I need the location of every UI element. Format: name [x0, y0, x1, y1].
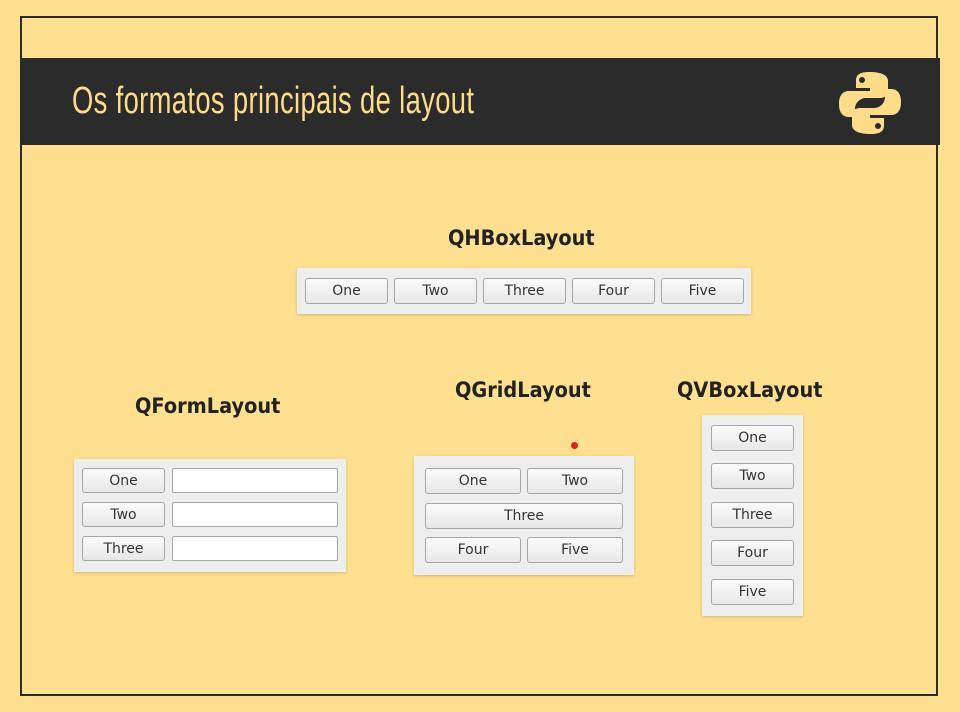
form-field-two[interactable]: [172, 502, 338, 527]
vbox-panel: One Two Three Four Five: [702, 415, 803, 616]
grid-button-three[interactable]: Three: [425, 503, 623, 529]
form-title: QFormLayout: [135, 394, 281, 418]
form-label-one[interactable]: One: [82, 468, 165, 493]
cursor-dot: [571, 442, 578, 449]
hbox-button-one[interactable]: One: [305, 278, 388, 304]
vbox-button-two[interactable]: Two: [711, 463, 794, 489]
hbox-button-five[interactable]: Five: [661, 278, 744, 304]
form-label-two[interactable]: Two: [82, 502, 165, 527]
python-logo-icon: [839, 72, 901, 134]
hbox-button-two[interactable]: Two: [394, 278, 477, 304]
title-bar: Os formatos principais de layout: [22, 58, 940, 145]
vbox-button-five[interactable]: Five: [711, 579, 794, 605]
hbox-panel: One Two Three Four Five: [297, 268, 751, 314]
form-panel: One Two Three: [74, 459, 346, 572]
form-field-three[interactable]: [172, 536, 338, 561]
vbox-title: QVBoxLayout: [677, 378, 823, 402]
grid-panel: One Two Three Four Five: [414, 456, 634, 575]
grid-button-four[interactable]: Four: [425, 537, 521, 563]
form-label-three[interactable]: Three: [82, 536, 165, 561]
vbox-button-three[interactable]: Three: [711, 502, 794, 528]
hbox-button-three[interactable]: Three: [483, 278, 566, 304]
vbox-button-four[interactable]: Four: [711, 540, 794, 566]
form-field-one[interactable]: [172, 468, 338, 493]
grid-button-one[interactable]: One: [425, 468, 521, 494]
slide-frame: [20, 16, 938, 696]
hbox-title: QHBoxLayout: [448, 226, 595, 250]
grid-button-five[interactable]: Five: [527, 537, 623, 563]
slide-title: Os formatos principais de layout: [72, 80, 475, 122]
hbox-button-four[interactable]: Four: [572, 278, 655, 304]
vbox-button-one[interactable]: One: [711, 425, 794, 451]
grid-title: QGridLayout: [455, 378, 591, 402]
grid-button-two[interactable]: Two: [527, 468, 623, 494]
